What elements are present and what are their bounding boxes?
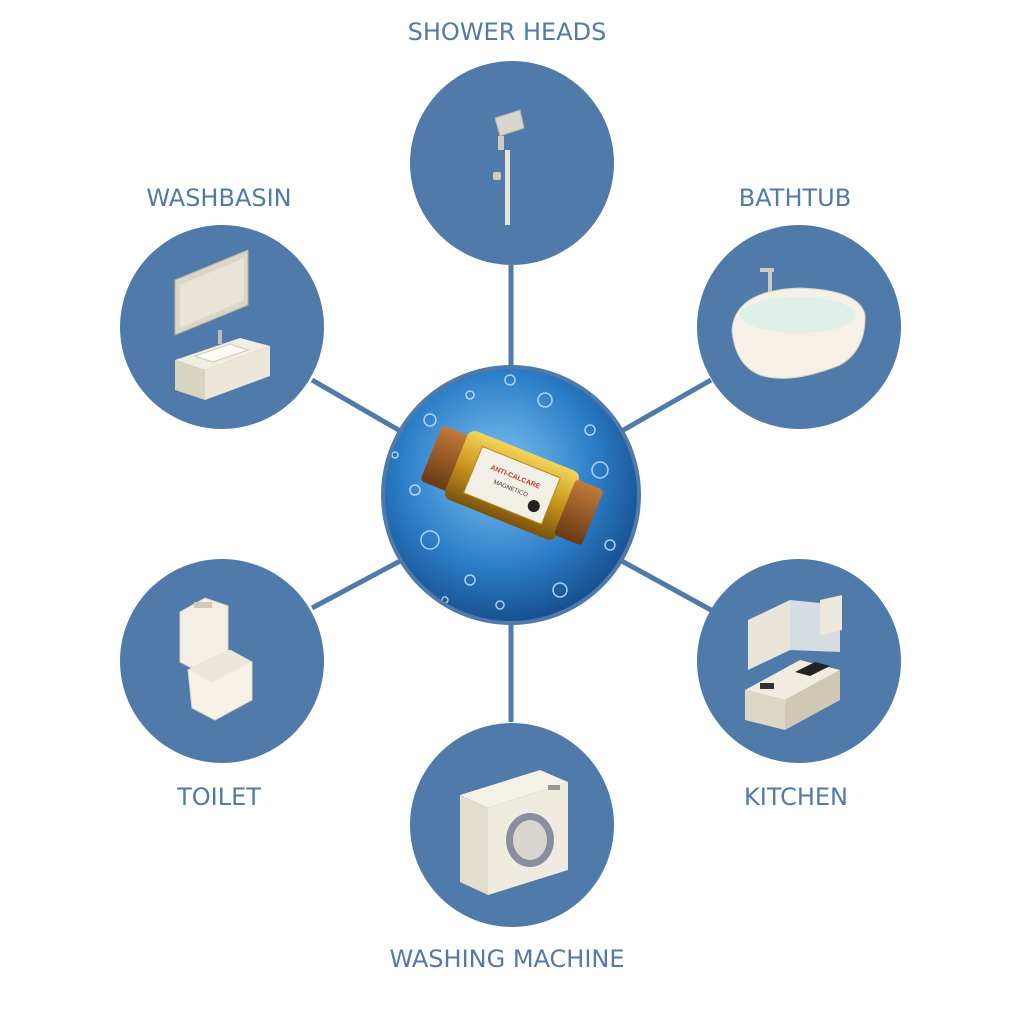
connector-toilet: [310, 557, 404, 611]
node-circle-shower: [410, 61, 614, 265]
label-shower-heads: SHOWER HEADS: [408, 18, 607, 46]
bathtub-icon: [731, 268, 866, 379]
brass-filter-icon: ANTI-CALCARE MAGNETICO: [421, 426, 603, 545]
label-toilet: TOILET: [176, 783, 261, 811]
label-kitchen: KITCHEN: [744, 783, 848, 811]
washbasin-icon: [174, 249, 270, 400]
node-circle-washbasin: [120, 225, 324, 429]
label-washbasin: WASHBASIN: [146, 184, 291, 212]
connector-bathtub: [618, 377, 713, 435]
label-washing-machine: WASHING MACHINE: [389, 945, 624, 973]
bubbles: [391, 374, 616, 619]
washing-machine-icon: [460, 770, 568, 895]
connectors: [310, 265, 713, 722]
label-bathtub: BATHTUB: [739, 184, 851, 212]
shower-head-icon: [493, 109, 525, 225]
center-node: ANTI-CALCARE MAGNETICO: [381, 365, 641, 625]
toilet-icon: [179, 597, 253, 721]
connector-washbasin: [310, 377, 404, 435]
connector-kitchen: [618, 557, 713, 613]
kitchen-icon: [745, 595, 842, 730]
